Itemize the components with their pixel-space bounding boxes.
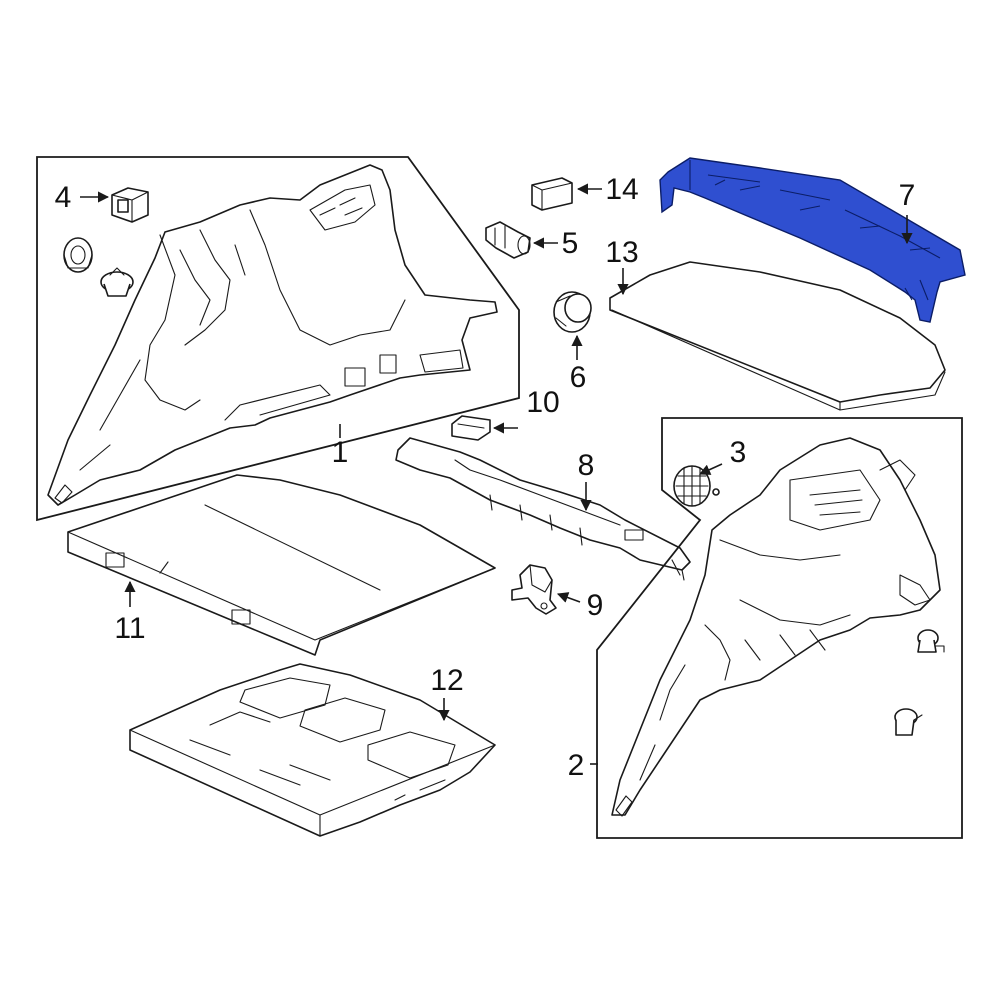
- callout-4: 4: [55, 181, 72, 214]
- frame-part-2: [596, 417, 963, 839]
- part-7-rear-panel-trim[interactable]: [659, 157, 966, 323]
- part-8-bracket[interactable]: [395, 437, 691, 581]
- callout-1: 1: [332, 436, 349, 469]
- part-5-bumper-stop[interactable]: [485, 221, 531, 259]
- callout-11: 11: [114, 612, 145, 645]
- callout-10: 10: [526, 386, 559, 419]
- callout-7: 7: [899, 179, 916, 212]
- callout-13: 13: [605, 236, 638, 269]
- part-2-right-quarter-trim[interactable]: [611, 437, 941, 817]
- frame-part-1: [36, 156, 520, 522]
- part-3-vent[interactable]: [673, 465, 720, 507]
- part-13-cover-panel[interactable]: [609, 261, 946, 411]
- callout-6: 6: [570, 361, 587, 394]
- clip-push-frame2-upper[interactable]: [917, 629, 945, 653]
- part-10-cap[interactable]: [451, 415, 491, 441]
- part-1-left-quarter-trim[interactable]: [47, 164, 498, 506]
- clip-push-frame2-lower[interactable]: [894, 708, 923, 736]
- clip-push-frame1[interactable]: [100, 267, 134, 297]
- callout-12: 12: [430, 664, 463, 697]
- part-12-storage-tray[interactable]: [129, 663, 496, 837]
- callout-8: 8: [578, 449, 595, 482]
- callout-labels: 1 2 3 4 5 6 7 8 9 10 11 12 13 14: [55, 173, 916, 782]
- part-6-plug[interactable]: [553, 291, 592, 333]
- clip-grommet-frame1[interactable]: [63, 237, 93, 273]
- leader-9: [556, 592, 581, 603]
- callout-9: 9: [587, 589, 604, 622]
- part-4-retainer[interactable]: [111, 187, 149, 223]
- part-9-bracket[interactable]: [511, 564, 557, 615]
- callout-14: 14: [605, 173, 638, 206]
- callout-2: 2: [568, 749, 585, 782]
- part-14-clip[interactable]: [531, 177, 573, 211]
- callout-5: 5: [562, 227, 579, 260]
- part-11-floor-board[interactable]: [67, 474, 496, 656]
- callout-3: 3: [730, 436, 747, 469]
- leader-3: [698, 463, 723, 475]
- leader-lines: [80, 183, 913, 765]
